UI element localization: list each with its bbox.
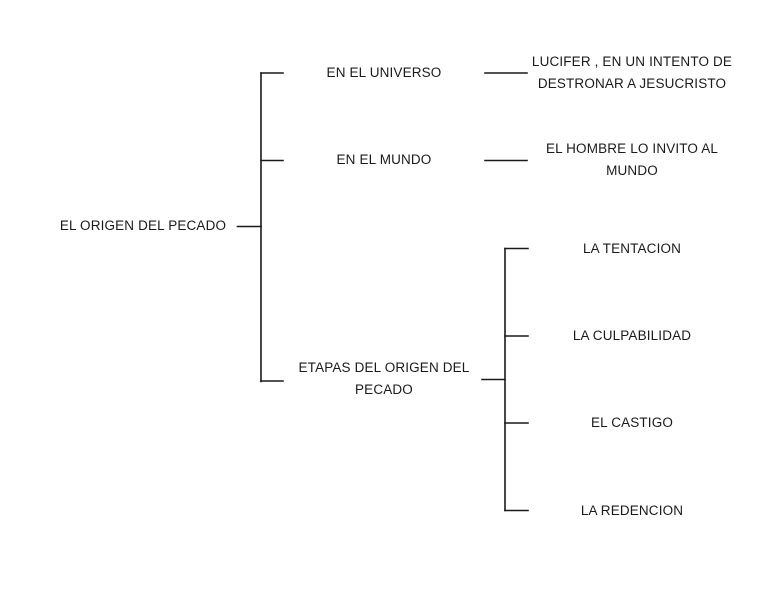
node-leaf-la-culpabilidad: LA CULPABILIDAD xyxy=(572,328,692,343)
node-branch-en-el-mundo: EN EL MUNDO xyxy=(336,152,432,167)
node-leaf-el-hombre-lo-invito-al-mundo: EL HOMBRE LO INVITO AL MUNDO xyxy=(545,141,719,178)
node-leaf-el-castigo: EL CASTIGO xyxy=(590,415,674,430)
node-branch-en-el-universo: EN EL UNIVERSO xyxy=(326,65,442,80)
node-leaf-lucifer-intento-destronar-jesucristo: LUCIFER , EN UN INTENTO DE DESTRONAR A J… xyxy=(531,54,733,91)
node-root-origen-del-pecado: EL ORIGEN DEL PECADO xyxy=(59,218,227,233)
node-leaf-la-redencion: LA REDENCION xyxy=(580,503,684,518)
node-branch-etapas-del-origen-del-pecado: ETAPAS DEL ORIGEN DEL PECADO xyxy=(298,360,470,397)
node-leaf-la-tentacion: LA TENTACION xyxy=(582,241,682,256)
